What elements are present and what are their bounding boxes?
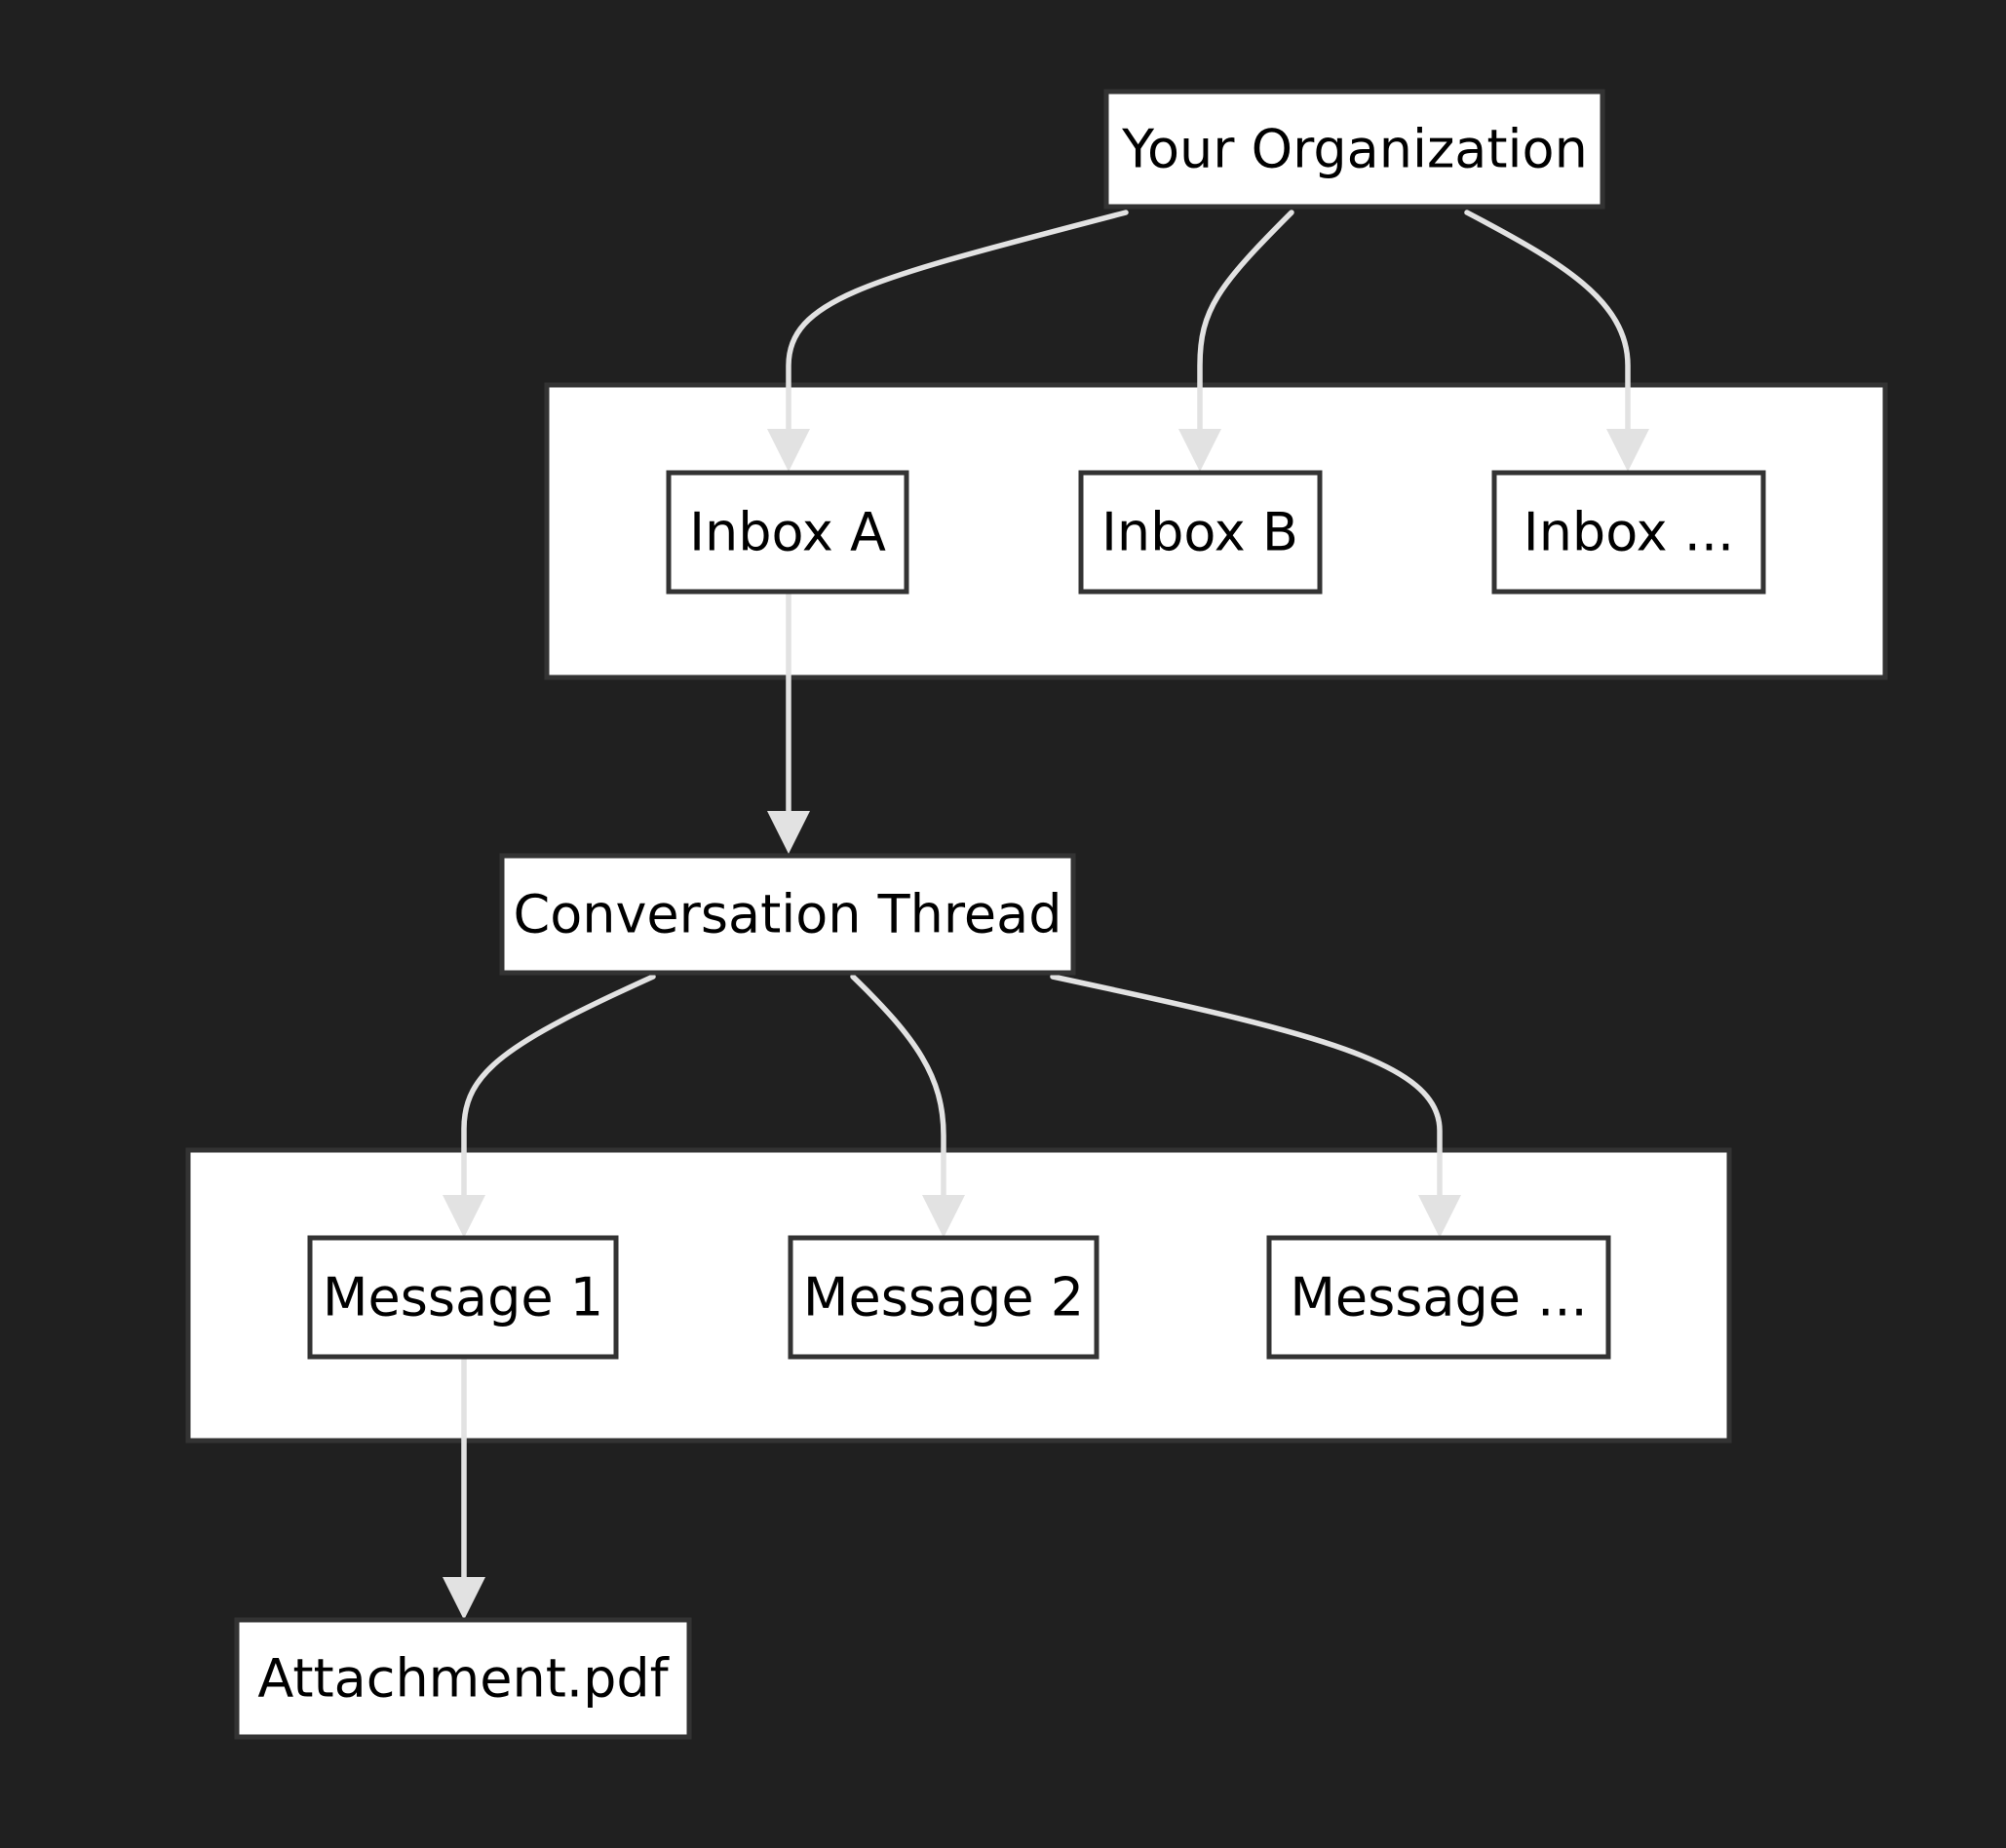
node-box <box>1266 1235 1611 1360</box>
node-box <box>499 853 1076 976</box>
node-label: Inbox B <box>1101 502 1298 563</box>
edge-thread-to-message-2 <box>850 974 946 1212</box>
edge-org-to-inbox-a <box>786 210 1129 446</box>
edge-org-to-inbox-b <box>1197 210 1294 446</box>
arrowhead-inbox-b <box>1178 429 1221 472</box>
node-box <box>788 1235 1099 1360</box>
edges <box>443 210 1649 1620</box>
node-label: Message 1 <box>323 1267 603 1328</box>
node-message-2[interactable]: Message 2 <box>788 1235 1099 1360</box>
node-label: Inbox A <box>689 502 886 563</box>
node-your-organization[interactable]: Your Organization <box>1103 89 1605 210</box>
node-label: Message 2 <box>803 1267 1084 1328</box>
node-box <box>1078 470 1323 595</box>
edge-org-to-inbox-more <box>1464 210 1631 446</box>
node-label: Your Organization <box>1121 119 1588 180</box>
arrowhead-message-more <box>1418 1195 1461 1238</box>
node-label: Message ... <box>1290 1267 1587 1328</box>
arrowhead-inbox-more <box>1606 429 1649 472</box>
node-label: Conversation Thread <box>514 884 1062 945</box>
node-message-more[interactable]: Message ... <box>1266 1235 1611 1360</box>
arrowhead-message-2 <box>922 1195 965 1238</box>
arrowhead-attachment <box>443 1577 485 1620</box>
node-box <box>666 470 909 595</box>
node-message-1[interactable]: Message 1 <box>307 1235 619 1360</box>
node-inbox-a[interactable]: Inbox A <box>666 470 909 595</box>
node-conversation-thread[interactable]: Conversation Thread <box>499 853 1076 976</box>
arrowhead-thread <box>767 811 810 854</box>
arrowhead-inbox-a <box>767 429 810 472</box>
node-label: Inbox ... <box>1524 502 1734 563</box>
edge-thread-to-message-more <box>1050 974 1443 1212</box>
node-box <box>1491 470 1766 595</box>
node-label: Attachment.pdf <box>257 1648 670 1710</box>
node-box <box>234 1617 692 1740</box>
arrowhead-message-1 <box>443 1195 485 1238</box>
node-box <box>307 1235 619 1360</box>
node-inbox-more[interactable]: Inbox ... <box>1491 470 1766 595</box>
node-attachment[interactable]: Attachment.pdf <box>234 1617 692 1740</box>
edge-thread-to-message-1 <box>461 974 656 1212</box>
node-box <box>1103 89 1605 210</box>
node-inbox-b[interactable]: Inbox B <box>1078 470 1323 595</box>
